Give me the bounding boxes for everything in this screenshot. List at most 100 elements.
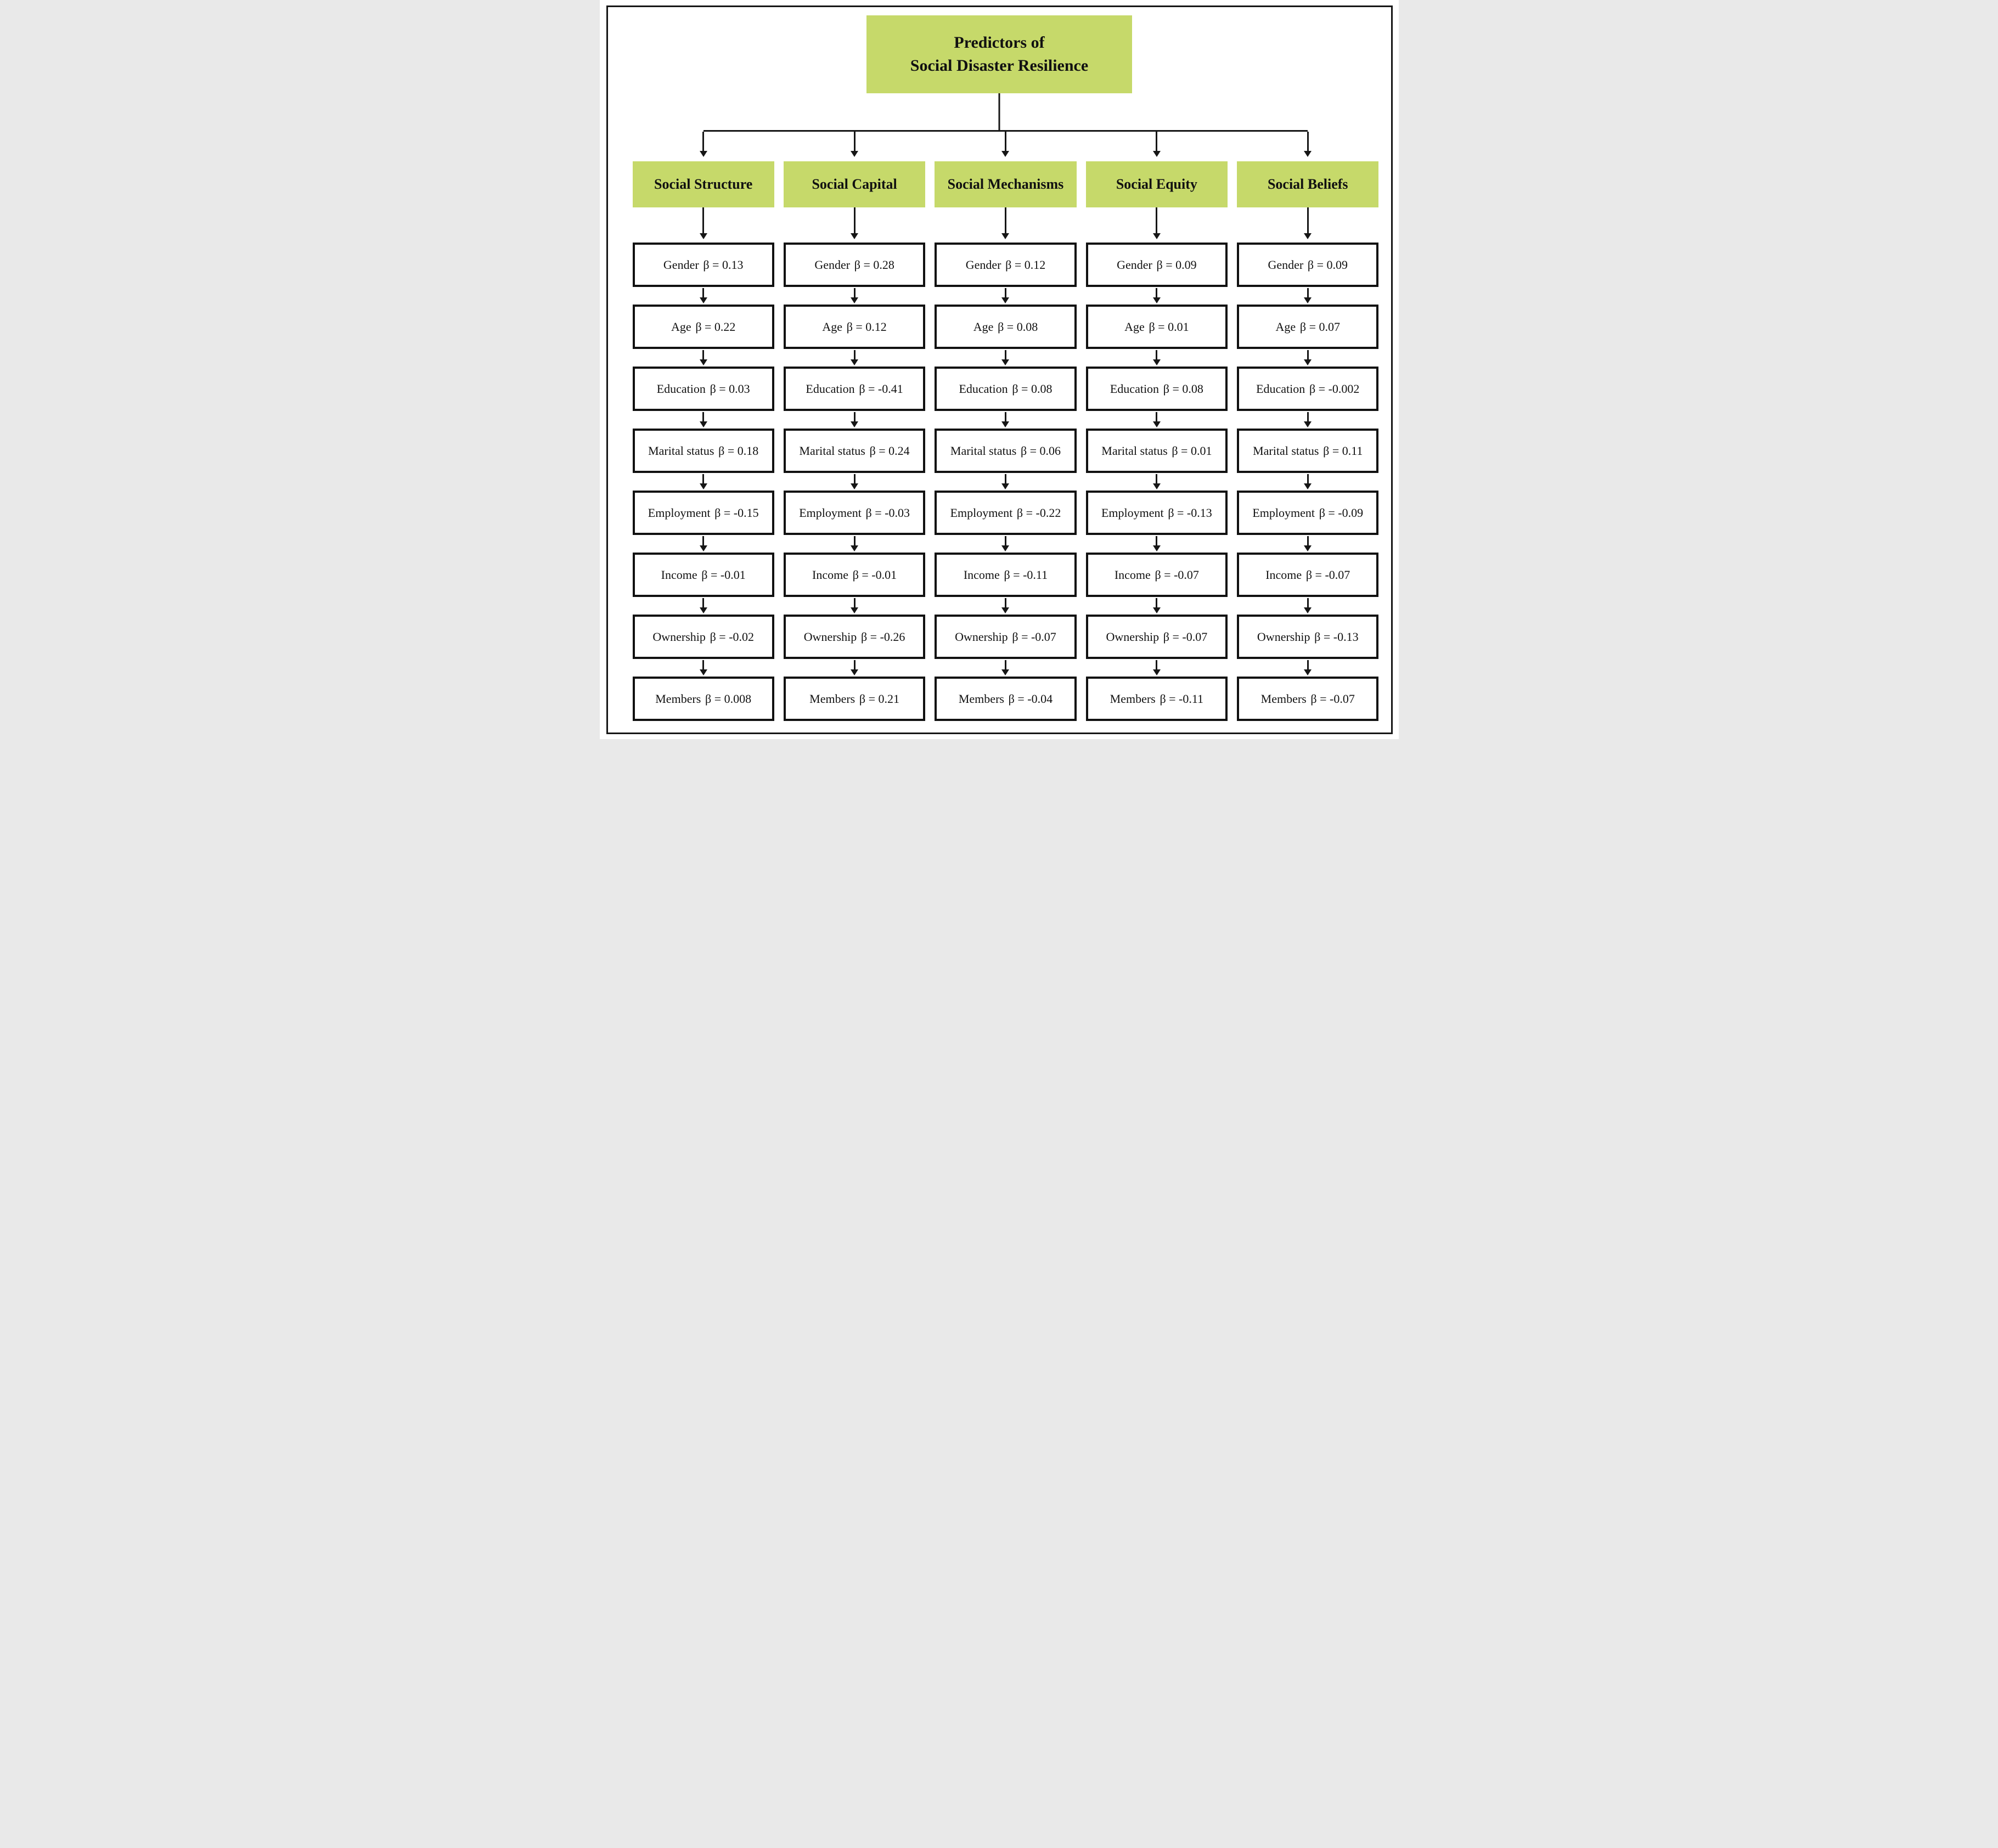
down-arrow (1086, 350, 1228, 365)
arrow-shaft (1004, 474, 1006, 483)
beta-value: β = 0.21 (859, 691, 900, 706)
predictor-label: Ownership (1257, 629, 1310, 644)
down-arrow (784, 660, 925, 675)
down-arrow (1237, 132, 1378, 157)
down-arrow (784, 288, 925, 303)
arrow-shaft (1307, 536, 1309, 545)
down-arrow (784, 536, 925, 551)
arrow-shaft (1004, 132, 1006, 151)
down-arrow (1086, 536, 1228, 551)
column-header: Social Mechanisms (935, 161, 1077, 207)
arrow-shaft (1004, 660, 1006, 669)
arrowhead-icon (1304, 545, 1312, 551)
arrowhead-icon (1001, 483, 1010, 489)
arrowhead-icon (1304, 483, 1312, 489)
arrow-shaft (1156, 536, 1158, 545)
predictor-label: Members (958, 691, 1004, 706)
arrowhead-icon (1304, 297, 1312, 303)
arrow-shaft (702, 132, 705, 151)
beta-value: β = 0.22 (695, 319, 736, 334)
down-arrow (633, 350, 774, 365)
arrow-shaft (1307, 412, 1309, 421)
beta-value: β = 0.08 (1163, 381, 1203, 396)
arrow-shaft (702, 536, 705, 545)
beta-value: β = 0.07 (1299, 319, 1340, 334)
down-arrow (935, 598, 1076, 613)
arrow-shaft (702, 598, 705, 607)
arrow-shaft (1307, 598, 1309, 607)
arrow-shaft (853, 536, 856, 545)
beta-value: β = 0.008 (705, 691, 752, 706)
beta-value: β = 0.24 (869, 443, 910, 458)
arrow-shaft (1004, 288, 1006, 297)
down-arrow (1237, 660, 1378, 675)
predictor-label: Education (656, 381, 706, 396)
down-arrow (1086, 660, 1228, 675)
title-connector-line (998, 93, 1000, 132)
predictor-label: Marital status (1253, 443, 1319, 458)
down-arrow (633, 536, 774, 551)
arrowhead-icon (1152, 669, 1161, 675)
down-arrow (633, 412, 774, 427)
beta-value: β = -0.22 (1016, 505, 1061, 520)
down-arrow (935, 132, 1076, 157)
beta-value: β = 0.13 (703, 257, 744, 272)
predictor-label: Members (809, 691, 856, 706)
arrowhead-icon (699, 483, 707, 489)
predictor-label: Income (1265, 567, 1302, 582)
arrow-shaft (702, 288, 705, 297)
arrowhead-icon (1152, 151, 1161, 157)
down-arrow (1237, 412, 1378, 427)
predictor-label: Gender (814, 257, 851, 272)
arrow-shaft (853, 350, 856, 359)
beta-value: β = -0.002 (1309, 381, 1360, 396)
arrow-shaft (1156, 350, 1158, 359)
beta-value: β = 0.01 (1149, 319, 1189, 334)
down-arrow (1237, 207, 1378, 239)
arrow-shaft (1307, 350, 1309, 359)
title-line-1: Predictors of (954, 33, 1045, 52)
arrowhead-icon (1152, 359, 1161, 365)
arrowhead-icon (1001, 607, 1010, 613)
arrow-shaft (702, 474, 705, 483)
horizontal-connector-line (703, 130, 1308, 132)
arrowhead-icon (851, 545, 859, 551)
down-arrow (935, 350, 1076, 365)
arrowhead-icon (699, 421, 707, 427)
beta-value: β = 0.06 (1020, 443, 1061, 458)
arrow-shaft (1156, 207, 1158, 233)
arrow-shaft (853, 132, 856, 151)
arrowhead-icon (851, 359, 859, 365)
arrowhead-icon (851, 151, 859, 157)
down-arrow (784, 207, 925, 239)
beta-value: β = -0.07 (1305, 567, 1350, 582)
arrowhead-icon (699, 297, 707, 303)
column-header: Social Beliefs (1237, 161, 1379, 207)
arrow-shaft (702, 350, 705, 359)
predictor-label: Members (1260, 691, 1307, 706)
beta-value: β = -0.01 (701, 567, 746, 582)
beta-value: β = -0.13 (1168, 505, 1212, 520)
down-arrow (1086, 412, 1228, 427)
beta-value: β = 0.12 (846, 319, 887, 334)
down-arrow (935, 207, 1076, 239)
predictor-label: Income (1114, 567, 1151, 582)
predictor-label: Marital status (648, 443, 714, 458)
arrowhead-icon (1152, 607, 1161, 613)
down-arrow (935, 474, 1076, 489)
arrow-shaft (1156, 474, 1158, 483)
down-arrow (633, 474, 774, 489)
